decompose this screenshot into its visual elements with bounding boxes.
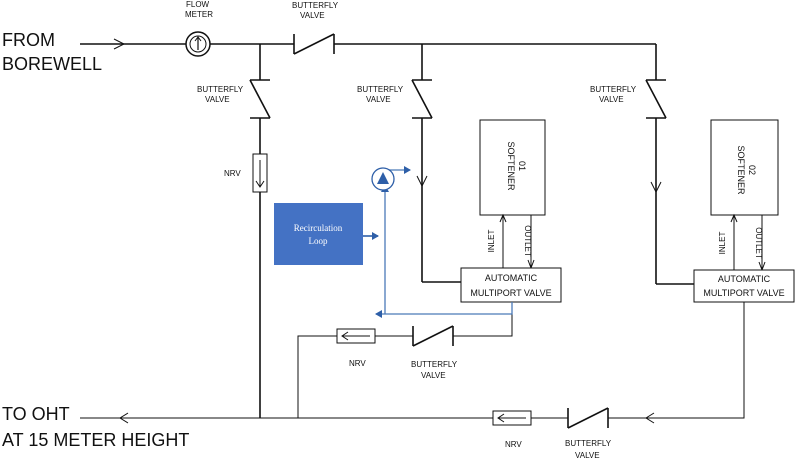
butterfly-valve-bypass-label-line2: VALVE [205,95,230,104]
butterfly-valve-return2-label-line2: VALVE [575,451,600,460]
softener-02-tank [710,119,779,216]
multiport-valve-1-label-line1: AUTOMATIC [485,273,538,283]
multiport-valve-2 [693,269,795,303]
nrv-bypass-label: NRV [224,169,241,178]
butterfly-valve-bypass [249,79,271,119]
softener-01-inlet-arrow [499,213,507,223]
butterfly-valve-branch2 [645,79,667,119]
softener-01-inlet-label: INLET [487,230,496,253]
multiport-valve-2-label-line2: MULTIPORT VALVE [703,288,784,298]
butterfly-valve-top [293,33,335,55]
return-pipe-1-c [297,335,337,418]
butterfly-valve-return2 [567,407,609,429]
return-pipe-2-a [608,302,745,419]
recirculation-loop-label-line2: Loop [309,236,328,246]
flow-meter-label-line2: METER [185,10,213,19]
softener-02-inlet-label: INLET [718,232,727,255]
multiport-valve-1-label-line2: MULTIPORT VALVE [470,288,551,298]
destination-label-line2: AT 15 METER HEIGHT [2,430,189,450]
butterfly-valve-return1-label-line1: BUTTERFLY [411,360,458,369]
return-pipe-1-a [453,302,513,337]
recirculation-loop-label-line1: Recirculation [294,223,343,233]
butterfly-valve-return1 [412,325,454,347]
softener-02-label-line2: 02 [747,165,757,175]
butterfly-valve-return1-label-line2: VALVE [421,371,446,380]
softener-01-label-line2: 01 [517,161,527,171]
softener-02-label-line1: SOFTENER [736,145,746,195]
butterfly-valve-branch2-label-line1: BUTTERFLY [590,85,637,94]
butterfly-valve-bypass-label-line1: BUTTERFLY [197,85,244,94]
butterfly-valve-return2-label-line1: BUTTERFLY [565,439,612,448]
recirculation-return-line [375,302,513,318]
nrv-return2 [492,410,532,426]
return-pipe-2-arrow [645,412,655,424]
recirculation-loop-box [274,203,363,265]
branch1-flow-arrow [416,175,428,188]
flow-meter [185,31,211,57]
softener-02-inlet-arrow [730,213,738,223]
recirculation-pump-icon [371,167,395,191]
butterfly-valve-top-label-line2: VALVE [300,11,325,20]
softener-01-outlet-label: OUTLET [523,225,532,257]
softener-02-outlet-label: OUTLET [754,227,763,259]
butterfly-valve-top-label-line1: BUTTERFLY [292,1,339,10]
branch2-flow-arrow [650,181,662,194]
butterfly-valve-branch1-label-line2: VALVE [366,95,391,104]
nrv-return1-label: NRV [349,359,366,368]
nrv-return1 [336,328,376,344]
source-label-line1: FROM [2,30,55,50]
butterfly-valve-branch1-label-line1: BUTTERFLY [357,85,404,94]
flow-meter-label-line1: FLOW [186,0,210,9]
butterfly-valve-branch1 [411,79,433,119]
outlet-flow-arrow [119,412,129,424]
multiport-valve-1 [460,267,562,303]
nrv-bypass [252,153,268,193]
destination-label-line1: TO OHT [2,404,70,424]
nrv-return2-label: NRV [505,440,522,449]
source-label-line2: BOREWELL [2,54,102,74]
butterfly-valve-branch2-label-line2: VALVE [599,95,624,104]
inlet-flow-arrow [113,38,126,50]
softener-01-tank [479,119,546,216]
softener-01-label-line1: SOFTENER [506,141,516,191]
multiport-valve-2-label-line1: AUTOMATIC [718,274,771,284]
